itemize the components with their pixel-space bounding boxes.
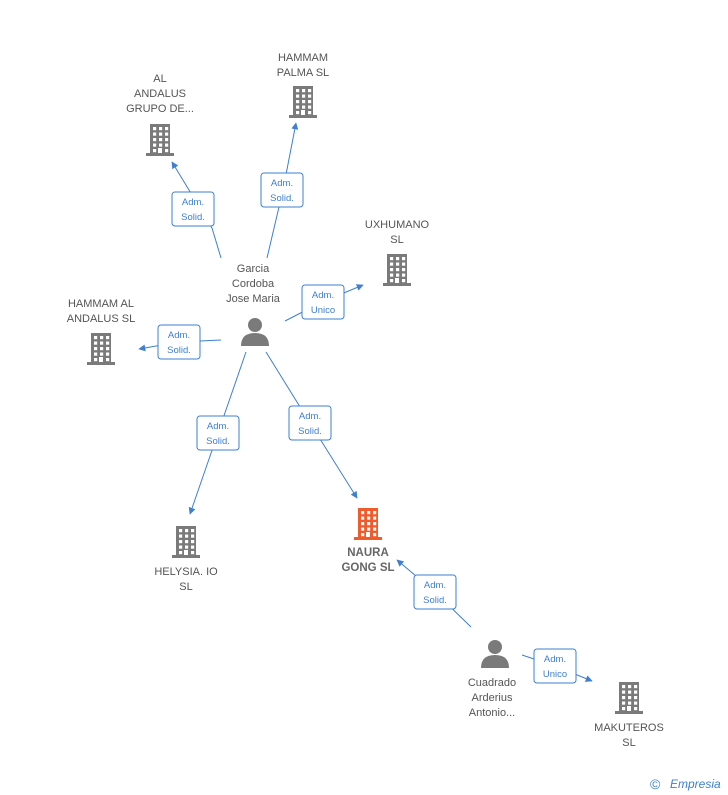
node-naura_gong[interactable]: NAURA GONG SL — [341, 508, 395, 574]
node-hammam_palma[interactable]: HAMMAM PALMA SL — [277, 52, 329, 118]
node-label: Antonio... — [469, 707, 515, 719]
node-hammam_al_andalus[interactable]: HAMMAM AL ANDALUS SL — [67, 298, 135, 365]
node-label: Arderius — [472, 692, 513, 704]
role-badge-text: Adm. — [299, 411, 321, 422]
role-badge-text: Adm. — [424, 580, 446, 591]
role-badge-box — [157, 324, 201, 360]
node-label: Cordoba — [232, 278, 275, 290]
role-badge[interactable]: Adm. Unico — [533, 648, 577, 684]
node-label: GONG SL — [341, 562, 394, 574]
footer: © Empresia — [650, 776, 721, 792]
role-badge-box — [533, 648, 577, 684]
role-badge-box — [413, 574, 457, 610]
role-badge-text: Unico — [543, 669, 567, 680]
building-icon — [146, 124, 174, 156]
node-label: HAMMAM AL — [68, 298, 134, 310]
role-badge-text: Solid. — [270, 193, 294, 204]
node-al_andalus_grupo[interactable]: AL ANDALUS GRUPO DE... — [126, 73, 194, 156]
node-label: PALMA SL — [277, 67, 329, 79]
node-label: SL — [390, 234, 403, 246]
role-badge-text: Solid. — [181, 212, 205, 223]
node-label: AL — [153, 73, 166, 85]
role-badge-text: Adm. — [182, 197, 204, 208]
node-label: Jose Maria — [226, 293, 281, 305]
node-label: Cuadrado — [468, 677, 516, 689]
node-label: SL — [622, 737, 635, 749]
node-label: GRUPO DE... — [126, 103, 194, 115]
building-icon — [615, 682, 643, 714]
role-badge[interactable]: Adm. Unico — [301, 284, 345, 320]
node-label: ANDALUS SL — [67, 313, 135, 325]
edge-garcia-to-al_andalus_grupo — [171, 161, 222, 259]
node-label: ANDALUS — [134, 88, 186, 100]
role-badge-text: Adm. — [207, 421, 229, 432]
role-badge[interactable]: Adm. Solid. — [288, 405, 332, 441]
brand-logo: Empresia — [670, 777, 721, 791]
node-label: HAMMAM — [278, 52, 328, 64]
role-badge-box — [288, 405, 332, 441]
role-badge-box — [196, 415, 240, 451]
role-badge-text: Adm. — [544, 654, 566, 665]
node-label: SL — [179, 581, 192, 593]
building-icon — [87, 333, 115, 365]
node-helysia[interactable]: HELYSIA. IO SL — [154, 526, 218, 593]
building-icon — [354, 508, 382, 540]
node-uxhumano[interactable]: UXHUMANO SL — [365, 219, 430, 286]
role-badge[interactable]: Adm. Solid. — [157, 324, 201, 360]
role-badge-box — [301, 284, 345, 320]
role-badge[interactable]: Adm. Solid. — [196, 415, 240, 451]
role-badge-text: Unico — [311, 305, 335, 316]
role-badge-text: Solid. — [298, 426, 322, 437]
role-badge-text: Solid. — [206, 436, 230, 447]
role-badge-box — [171, 191, 215, 227]
copyright-symbol: © — [650, 776, 661, 792]
building-icon — [383, 254, 411, 286]
role-badge-text: Adm. — [271, 178, 293, 189]
node-label: NAURA — [347, 547, 389, 559]
building-icon — [289, 86, 317, 118]
role-badge[interactable]: Adm. Solid. — [260, 172, 304, 208]
role-badge-text: Solid. — [167, 345, 191, 356]
node-cuadrado[interactable]: CuadradoArderiusAntonio... — [468, 640, 516, 719]
node-label: HELYSIA. IO — [154, 566, 218, 578]
node-label: MAKUTEROS — [594, 722, 664, 734]
role-badge-text: Adm. — [168, 330, 190, 341]
person-icon — [241, 318, 269, 346]
node-label: Garcia — [237, 263, 270, 275]
role-badge-box — [260, 172, 304, 208]
node-label: UXHUMANO — [365, 219, 430, 231]
role-badge-text: Solid. — [423, 595, 447, 606]
role-badge-text: Adm. — [312, 290, 334, 301]
role-badge[interactable]: Adm. Solid. — [171, 191, 215, 227]
person-icon — [481, 640, 509, 668]
node-makuteros[interactable]: MAKUTEROS SL — [594, 682, 664, 749]
building-icon — [172, 526, 200, 558]
role-badge[interactable]: Adm. Solid. — [413, 574, 457, 610]
